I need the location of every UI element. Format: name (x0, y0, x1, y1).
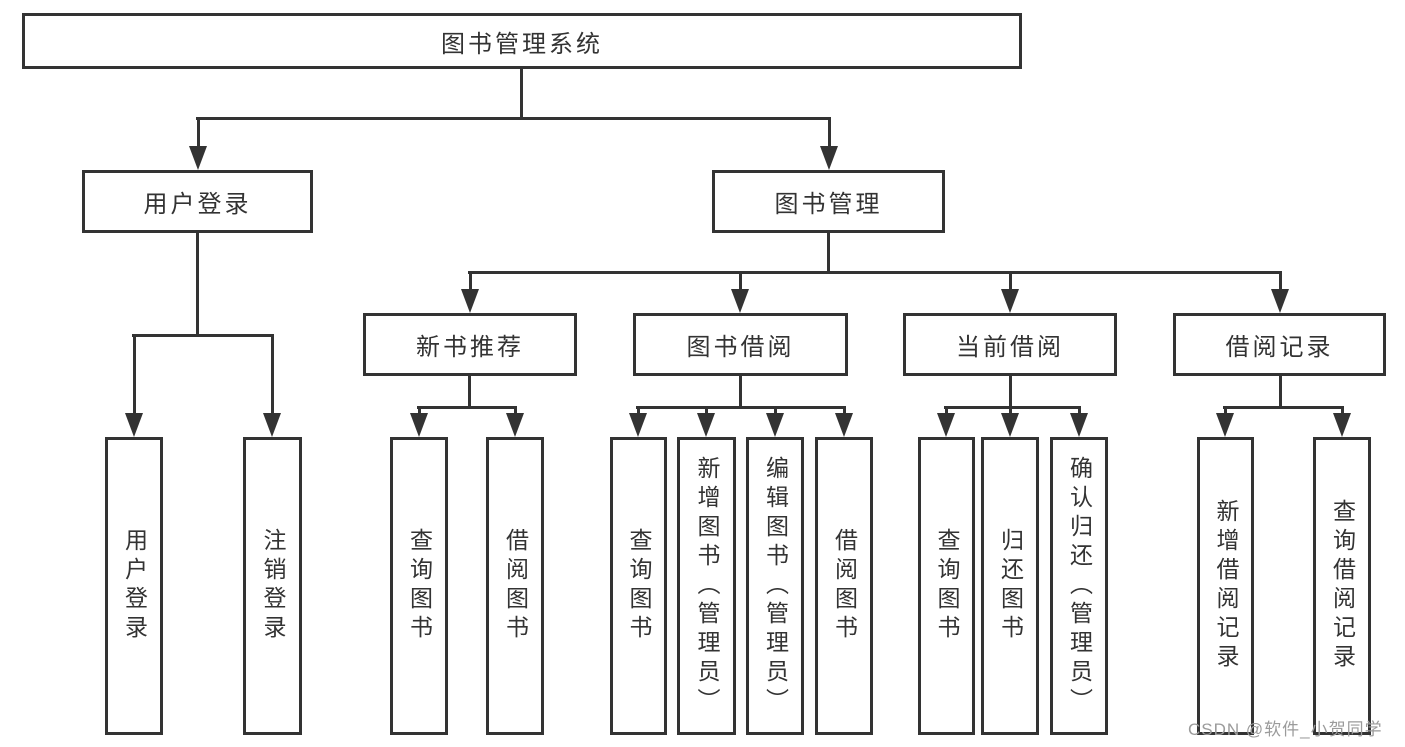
arrow-head-icon (189, 146, 207, 170)
node-current-borrow: 当前借阅 (903, 313, 1117, 376)
connector-line (1009, 376, 1012, 408)
arrow-head-icon (1070, 413, 1088, 437)
connector-line (739, 271, 742, 292)
connector-line (636, 406, 846, 409)
connector-line (514, 406, 517, 415)
arrow-head-icon (1001, 289, 1019, 313)
arrow-head-icon (820, 146, 838, 170)
leaf-borrow-books: 借阅图书 (815, 437, 873, 735)
leaf-query-books-recommend: 查询图书 (390, 437, 448, 735)
arrow-head-icon (506, 413, 524, 437)
arrow-head-icon (731, 289, 749, 313)
connector-line (418, 406, 421, 415)
connector-line (468, 271, 1282, 274)
watermark: CSDN @软件_小贺同学 (1188, 720, 1383, 739)
arrow-head-icon (629, 413, 647, 437)
leaf-logout: 注销登录 (243, 437, 302, 735)
arrow-head-icon (263, 413, 281, 437)
arrow-head-icon (125, 413, 143, 437)
connector-line (133, 334, 136, 415)
leaf-add-borrow-record: 新增借阅记录 (1197, 437, 1254, 735)
connector-line (417, 406, 517, 409)
leaf-edit-books-admin: 编辑图书（管理员） (746, 437, 804, 735)
arrow-head-icon (1333, 413, 1351, 437)
connector-line (132, 334, 274, 337)
connector-line (739, 376, 742, 408)
connector-line (1279, 376, 1282, 408)
connector-line (520, 69, 523, 118)
connector-line (1223, 406, 1344, 409)
connector-line (774, 406, 777, 415)
node-user-login: 用户登录 (82, 170, 313, 233)
connector-line (944, 406, 1081, 409)
connector-line (469, 271, 472, 292)
connector-line (1279, 271, 1282, 292)
connector-line (705, 406, 708, 415)
node-book-management: 图书管理 (712, 170, 945, 233)
arrow-head-icon (835, 413, 853, 437)
connector-line (271, 334, 274, 415)
arrow-head-icon (1216, 413, 1234, 437)
leaf-query-books-current: 查询图书 (918, 437, 975, 735)
node-new-book-recommend: 新书推荐 (363, 313, 577, 376)
arrow-head-icon (697, 413, 715, 437)
arrow-head-icon (766, 413, 784, 437)
connector-line (828, 117, 831, 148)
leaf-return-books: 归还图书 (981, 437, 1039, 735)
arrow-head-icon (1271, 289, 1289, 313)
connector-line (1009, 406, 1012, 415)
connector-line (827, 233, 830, 274)
connector-line (1224, 406, 1227, 415)
leaf-query-books-borrow: 查询图书 (610, 437, 667, 735)
connector-line (468, 376, 471, 408)
connector-line (843, 406, 846, 415)
leaf-add-books-admin: 新增图书（管理员） (677, 437, 736, 735)
connector-line (196, 117, 831, 120)
arrow-head-icon (1001, 413, 1019, 437)
connector-line (196, 233, 199, 335)
connector-line (1078, 406, 1081, 415)
leaf-borrow-books-recommend: 借阅图书 (486, 437, 544, 735)
leaf-query-borrow-record: 查询借阅记录 (1313, 437, 1371, 735)
arrow-head-icon (461, 289, 479, 313)
connector-line (197, 117, 200, 148)
connector-line (1341, 406, 1344, 415)
node-book-borrow: 图书借阅 (633, 313, 848, 376)
leaf-user-login: 用户登录 (105, 437, 163, 735)
connector-line (1009, 271, 1012, 292)
connector-line (945, 406, 948, 415)
leaf-confirm-return-admin: 确认归还（管理员） (1050, 437, 1108, 735)
node-root: 图书管理系统 (22, 13, 1022, 69)
arrow-head-icon (410, 413, 428, 437)
node-borrow-records: 借阅记录 (1173, 313, 1386, 376)
arrow-head-icon (937, 413, 955, 437)
connector-line (637, 406, 640, 415)
